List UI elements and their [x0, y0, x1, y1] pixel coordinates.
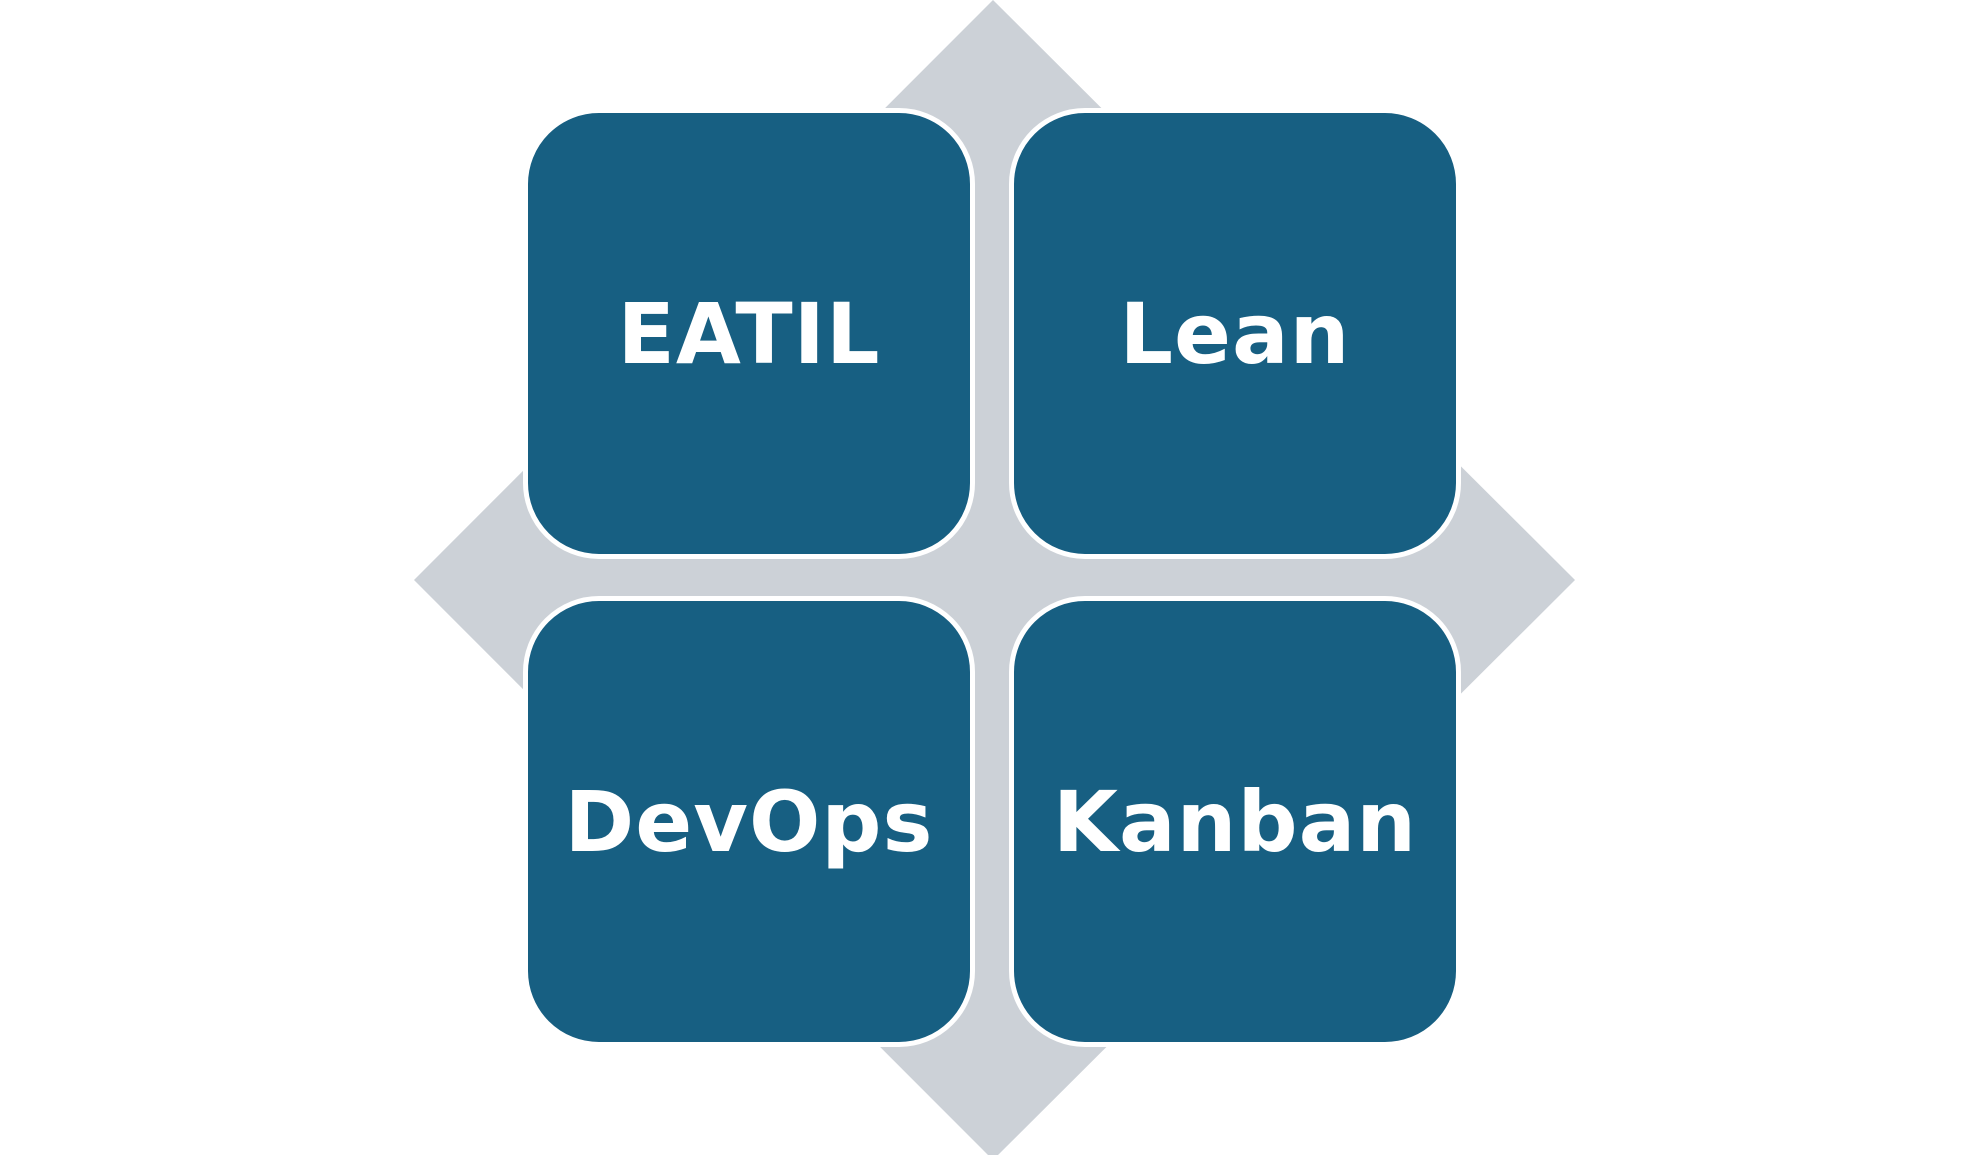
tile-kanban-label: Kanban	[1052, 772, 1418, 871]
tile-devops-label: DevOps	[564, 772, 934, 871]
tile-lean-label: Lean	[1119, 284, 1351, 383]
tile-lean: Lean	[1009, 108, 1461, 559]
tile-kanban: Kanban	[1009, 596, 1461, 1047]
tile-eatil-label: EATIL	[617, 284, 881, 383]
tile-eatil: EATIL	[523, 108, 975, 559]
tile-devops: DevOps	[523, 596, 975, 1047]
